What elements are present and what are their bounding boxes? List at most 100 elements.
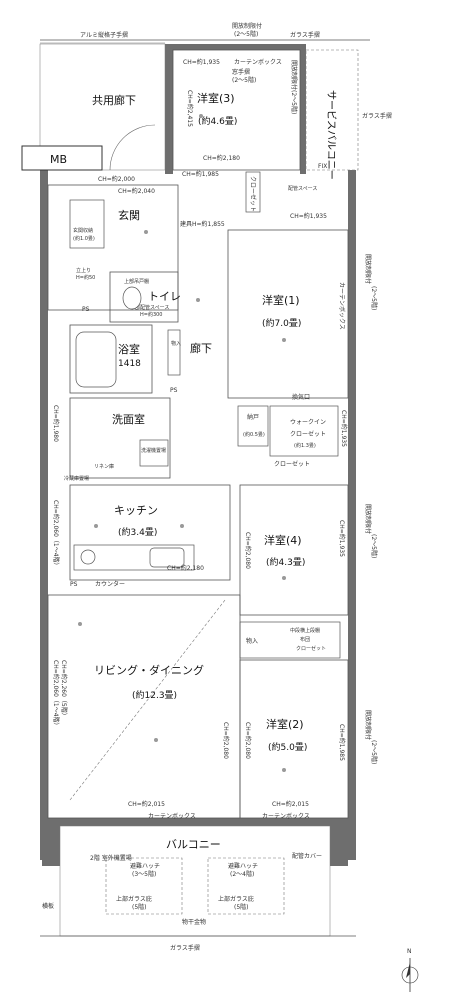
hall-storage [167, 329, 181, 376]
ceiling-c3: CH=約2,180 [203, 154, 240, 162]
pipe-space-h: H=約300 [140, 311, 163, 318]
service-balcony-area [305, 49, 359, 171]
washer-space-label: 洗濯機置場 [141, 447, 166, 454]
ceiling-c9: CH=約1,980 [52, 405, 60, 442]
linen-label: リネン庫 [94, 463, 114, 470]
light-ld-1 [78, 622, 82, 626]
kitchen-sink [149, 547, 185, 568]
north-arrow-icon [401, 958, 419, 992]
living-area-label: (約12.3畳) [132, 689, 177, 701]
north-wall-western3 [173, 44, 303, 50]
western3-room [172, 49, 301, 171]
service-balcony-label: サービスバルコニー [325, 90, 337, 180]
light-kitchen-1 [94, 524, 98, 528]
west-wall [40, 170, 48, 860]
ceiling-c2: CH=約2,415 [186, 90, 194, 127]
bathtub [75, 331, 117, 388]
ceiling-c7: CH=約1,935 [290, 212, 327, 220]
evac-hatch-left-floors: (3～5階) [132, 870, 156, 878]
evac-hatch-right-box [207, 857, 285, 915]
entrance-area [47, 184, 179, 311]
open-limit-top-floors: (2～5階) [234, 30, 258, 38]
light-w1 [282, 338, 286, 342]
yokoita-label: 横板 [42, 902, 54, 910]
south-wall [40, 818, 356, 826]
open-limit-top-label: 開放制限付 [232, 22, 262, 30]
upper-glass-left: 上部ガラス庇 [116, 895, 152, 903]
living-name: リビング・ダイニング [94, 663, 204, 677]
western2-room [239, 659, 349, 819]
toilet-room [109, 271, 179, 323]
w3-closet [245, 171, 261, 213]
ceiling-c-w2: CH=約2,080 [244, 722, 252, 759]
pipe-space-label: 下部配管スペース [130, 304, 169, 311]
aluminum-rail-label: アルミ縦格子手摺 [80, 31, 128, 39]
ceiling-c17: CH=約2,015 [128, 800, 165, 808]
east-wall [348, 170, 356, 860]
ps-kitchen: PS [70, 581, 78, 588]
fridge-label: 冷蔵庫置場 [64, 475, 89, 482]
side-note-mid-floors: (2～5階) [370, 534, 378, 558]
living-diagonal [69, 599, 226, 801]
stove [80, 549, 96, 565]
w3-closet-label: クローゼット [249, 176, 257, 212]
glass-rail-bottom: ガラス手摺 [170, 944, 200, 952]
curtain-box-w3: カーテンボックス [234, 58, 282, 66]
western4-room [239, 484, 349, 616]
curtain-box-ld: カーテンボックス [148, 812, 196, 820]
balcony-left-pillar [42, 826, 60, 866]
ceiling-c13: CH=約1,935 [338, 520, 346, 557]
walkin-sub: クローゼット [290, 430, 326, 438]
hallway-label: 廊下 [190, 341, 212, 355]
tachiagari-label: 立上り [76, 267, 91, 274]
air-con-label: 2階 室外機置場 [90, 854, 132, 862]
washer-space [139, 439, 169, 467]
light-ld-2 [154, 738, 158, 742]
north-label: N [407, 948, 412, 955]
western1-name: 洋室(1) [262, 293, 300, 307]
ps-hall: PS [170, 387, 178, 394]
side-note-bottom-floors: (2～5階) [370, 740, 378, 764]
walkin-area: (約1.3畳) [294, 442, 316, 449]
light-hall [196, 298, 200, 302]
ceiling-c10: CH=約2,060（1～4階） [52, 500, 60, 569]
w2-storage-in: 物入 [246, 637, 258, 645]
common-corridor-label: 共用廊下 [92, 93, 136, 107]
toilet-fixture [122, 286, 142, 310]
evac-hatch-right-floors: (2～4階) [230, 870, 254, 878]
western2-name: 洋室(2) [266, 717, 304, 731]
middle-shelf-label: 中段横上段棚 [290, 627, 320, 634]
kitchen-area-label: (約3.4畳) [118, 526, 157, 538]
pipe-cover-label: 配管カバー [292, 852, 322, 860]
counter-label: カウンター [95, 580, 125, 588]
fix-label: FIX [318, 163, 327, 170]
futon-label: 布団 [300, 636, 310, 643]
pipe-box-label: 配管スペース [288, 185, 317, 192]
western2-area: (約5.0畳) [268, 741, 307, 753]
ceiling-c16: CH=約2,080 [222, 722, 230, 759]
glass-rail-label: ガラス手摺 [290, 31, 320, 39]
bath-name: 浴室 [118, 342, 140, 356]
living-dining-area [47, 594, 241, 819]
ceiling-c4: CH=約2,040 [118, 187, 155, 195]
walkin-name: ウォークイン [290, 418, 326, 426]
tachiagari-h: H=約50 [76, 274, 95, 281]
western4-name: 洋室(4) [264, 533, 302, 547]
corridor-partition-wall [165, 44, 173, 174]
side-note-top-floors: (2～5階) [370, 286, 378, 310]
western1-area: (約7.0畳) [262, 317, 301, 329]
bath-room [69, 324, 153, 394]
mado-hand-label: 窓手摺 [232, 68, 250, 76]
vent-label: 換気口 [292, 393, 310, 401]
hall-storage-label: 物入 [171, 340, 181, 347]
mb-box [21, 145, 103, 171]
ceiling-c6: CH=約1,985 [182, 170, 219, 178]
toilet-label: トイレ [148, 290, 181, 303]
walkin-closet [269, 405, 339, 457]
light-entrance [144, 230, 148, 234]
w2-closet [239, 621, 341, 659]
side-note-mid: 開放制限付 [364, 504, 372, 534]
balcony-label: バルコニー [166, 838, 221, 851]
kitchen-area [69, 484, 231, 581]
